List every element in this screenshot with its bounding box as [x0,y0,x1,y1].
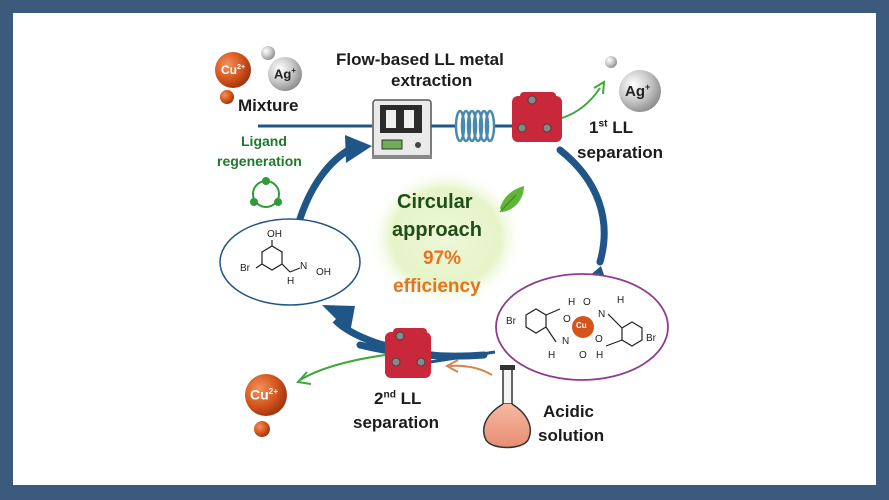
copper-ion-icon [215,52,251,88]
ag-ion-label: Ag+ [274,66,296,82]
cu-ion-label: Cu2+ [221,62,246,77]
acidic-label-line2: solution [538,426,605,445]
ligand-label-line2: regeneration [217,153,302,169]
sep2-label-line1: 2nd LL [374,389,422,408]
ligand-n: N [300,261,308,272]
ligand-structure [255,240,301,273]
silver-ion-icon [268,57,302,91]
coil-reactor-icon [454,109,496,143]
green-arrow-out [561,87,601,119]
cu-ion-label-2: Cu2+ [250,386,279,403]
center-line3: 97% [423,248,462,269]
arrow-left [294,144,356,229]
center-glow [368,168,524,308]
complex-o2: O [563,314,571,325]
flask-icon [482,365,532,449]
title-line2: extraction [391,71,473,90]
complex-br-left: Br [506,316,516,327]
complex-o3: O [595,334,603,345]
center-line2: approach [392,219,483,241]
ligand-br: Br [240,263,250,274]
mixture-label: Mixture [238,96,299,115]
separator-icon-2 [385,328,431,378]
complex-h-top: H [617,295,625,306]
copper-ion-icon-2 [245,374,287,416]
complex-n2: N [562,336,570,347]
acidic-label-line1: Acidic [543,402,595,421]
separator-icon [512,92,562,142]
title-line1: Flow-based LL metal [336,50,504,69]
center-line4: efficiency [393,276,481,297]
complex-h-o2: H [596,350,604,361]
arrow-top-right [556,146,608,266]
center-line1: Circular [397,191,473,213]
arrow-head-left-top [345,135,372,163]
complex-n1: N [598,309,606,320]
complex-h-o1: H [568,297,576,308]
ligand-oh: OH [267,229,282,240]
complex-structure [525,308,643,347]
ligand-label-line1: Ligand [241,133,287,149]
complex-o4: O [579,350,587,361]
sep2-label-line2: separation [353,413,439,432]
sep1-label-line1: 1st LL [589,118,634,137]
silver-ion-small-icon-2 [605,56,617,68]
ag-ion-label-2: Ag+ [625,82,651,100]
ligand-oh2: OH [316,267,331,278]
pump-icon [372,99,432,159]
complex-h-bottom: H [548,350,556,361]
silver-ion-icon-2 [619,70,661,112]
copper-ion-small-icon [220,90,234,104]
copper-ion-small-icon-2 [254,421,270,437]
ligand-h: H [287,276,295,287]
complex-o1: O [583,297,591,308]
complex-cu: Cu [576,321,587,330]
orange-arrow [449,364,493,376]
silver-ion-small-icon [261,46,275,60]
complex-br-right: Br [646,333,656,344]
sep1-label-line2: separation [577,143,663,162]
copper-center-icon [572,316,594,338]
ligand-structure-frame [219,218,361,306]
green-arrow-cu [299,354,386,381]
